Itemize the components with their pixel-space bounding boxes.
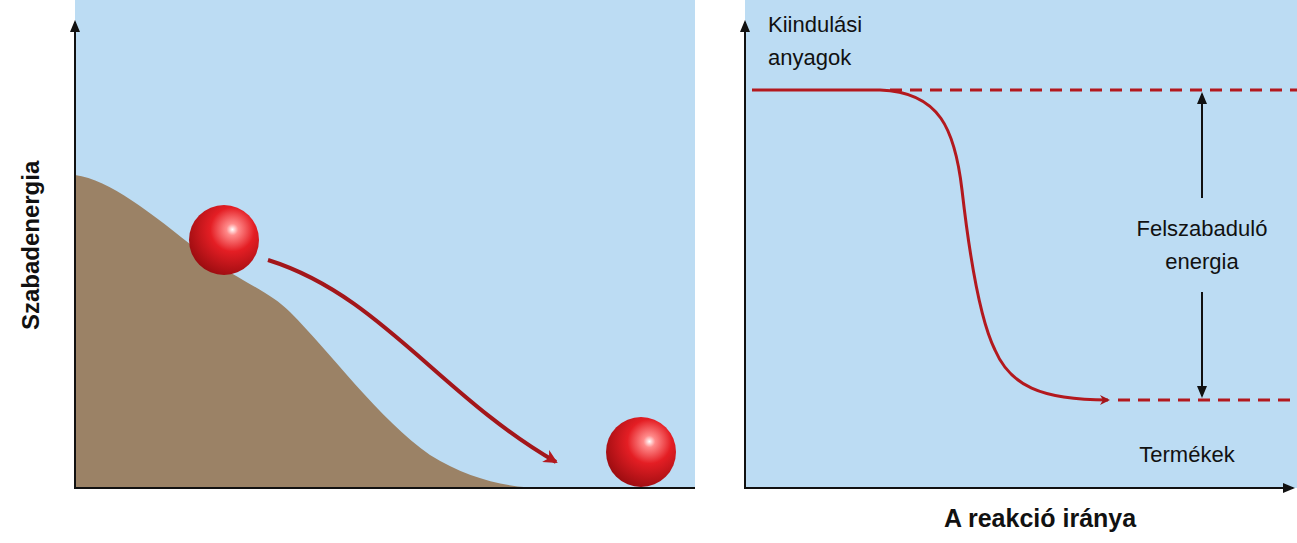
dashed-level — [1118, 399, 1297, 402]
hill — [75, 175, 545, 488]
ball — [189, 205, 259, 275]
start-label: Kiindulási anyagok — [768, 8, 862, 74]
energy-label: Felszabaduló energia — [1137, 212, 1268, 278]
x-axis — [74, 487, 695, 489]
x-axis — [744, 487, 1293, 489]
axis-label: Szabadenergia — [18, 160, 47, 329]
product-label: Termékek — [1139, 442, 1234, 468]
panel-ground — [75, 0, 695, 488]
energy-curve — [752, 90, 1108, 400]
axis-label: A reakció iránya — [944, 503, 1136, 533]
level-arrow — [1201, 292, 1203, 396]
roll-arrow — [268, 260, 556, 462]
ball — [606, 417, 676, 487]
y-axis — [744, 22, 746, 488]
dashed-level — [890, 89, 1297, 92]
y-axis — [74, 22, 76, 488]
panel-ground — [745, 0, 1297, 488]
level-arrow — [1201, 94, 1203, 198]
